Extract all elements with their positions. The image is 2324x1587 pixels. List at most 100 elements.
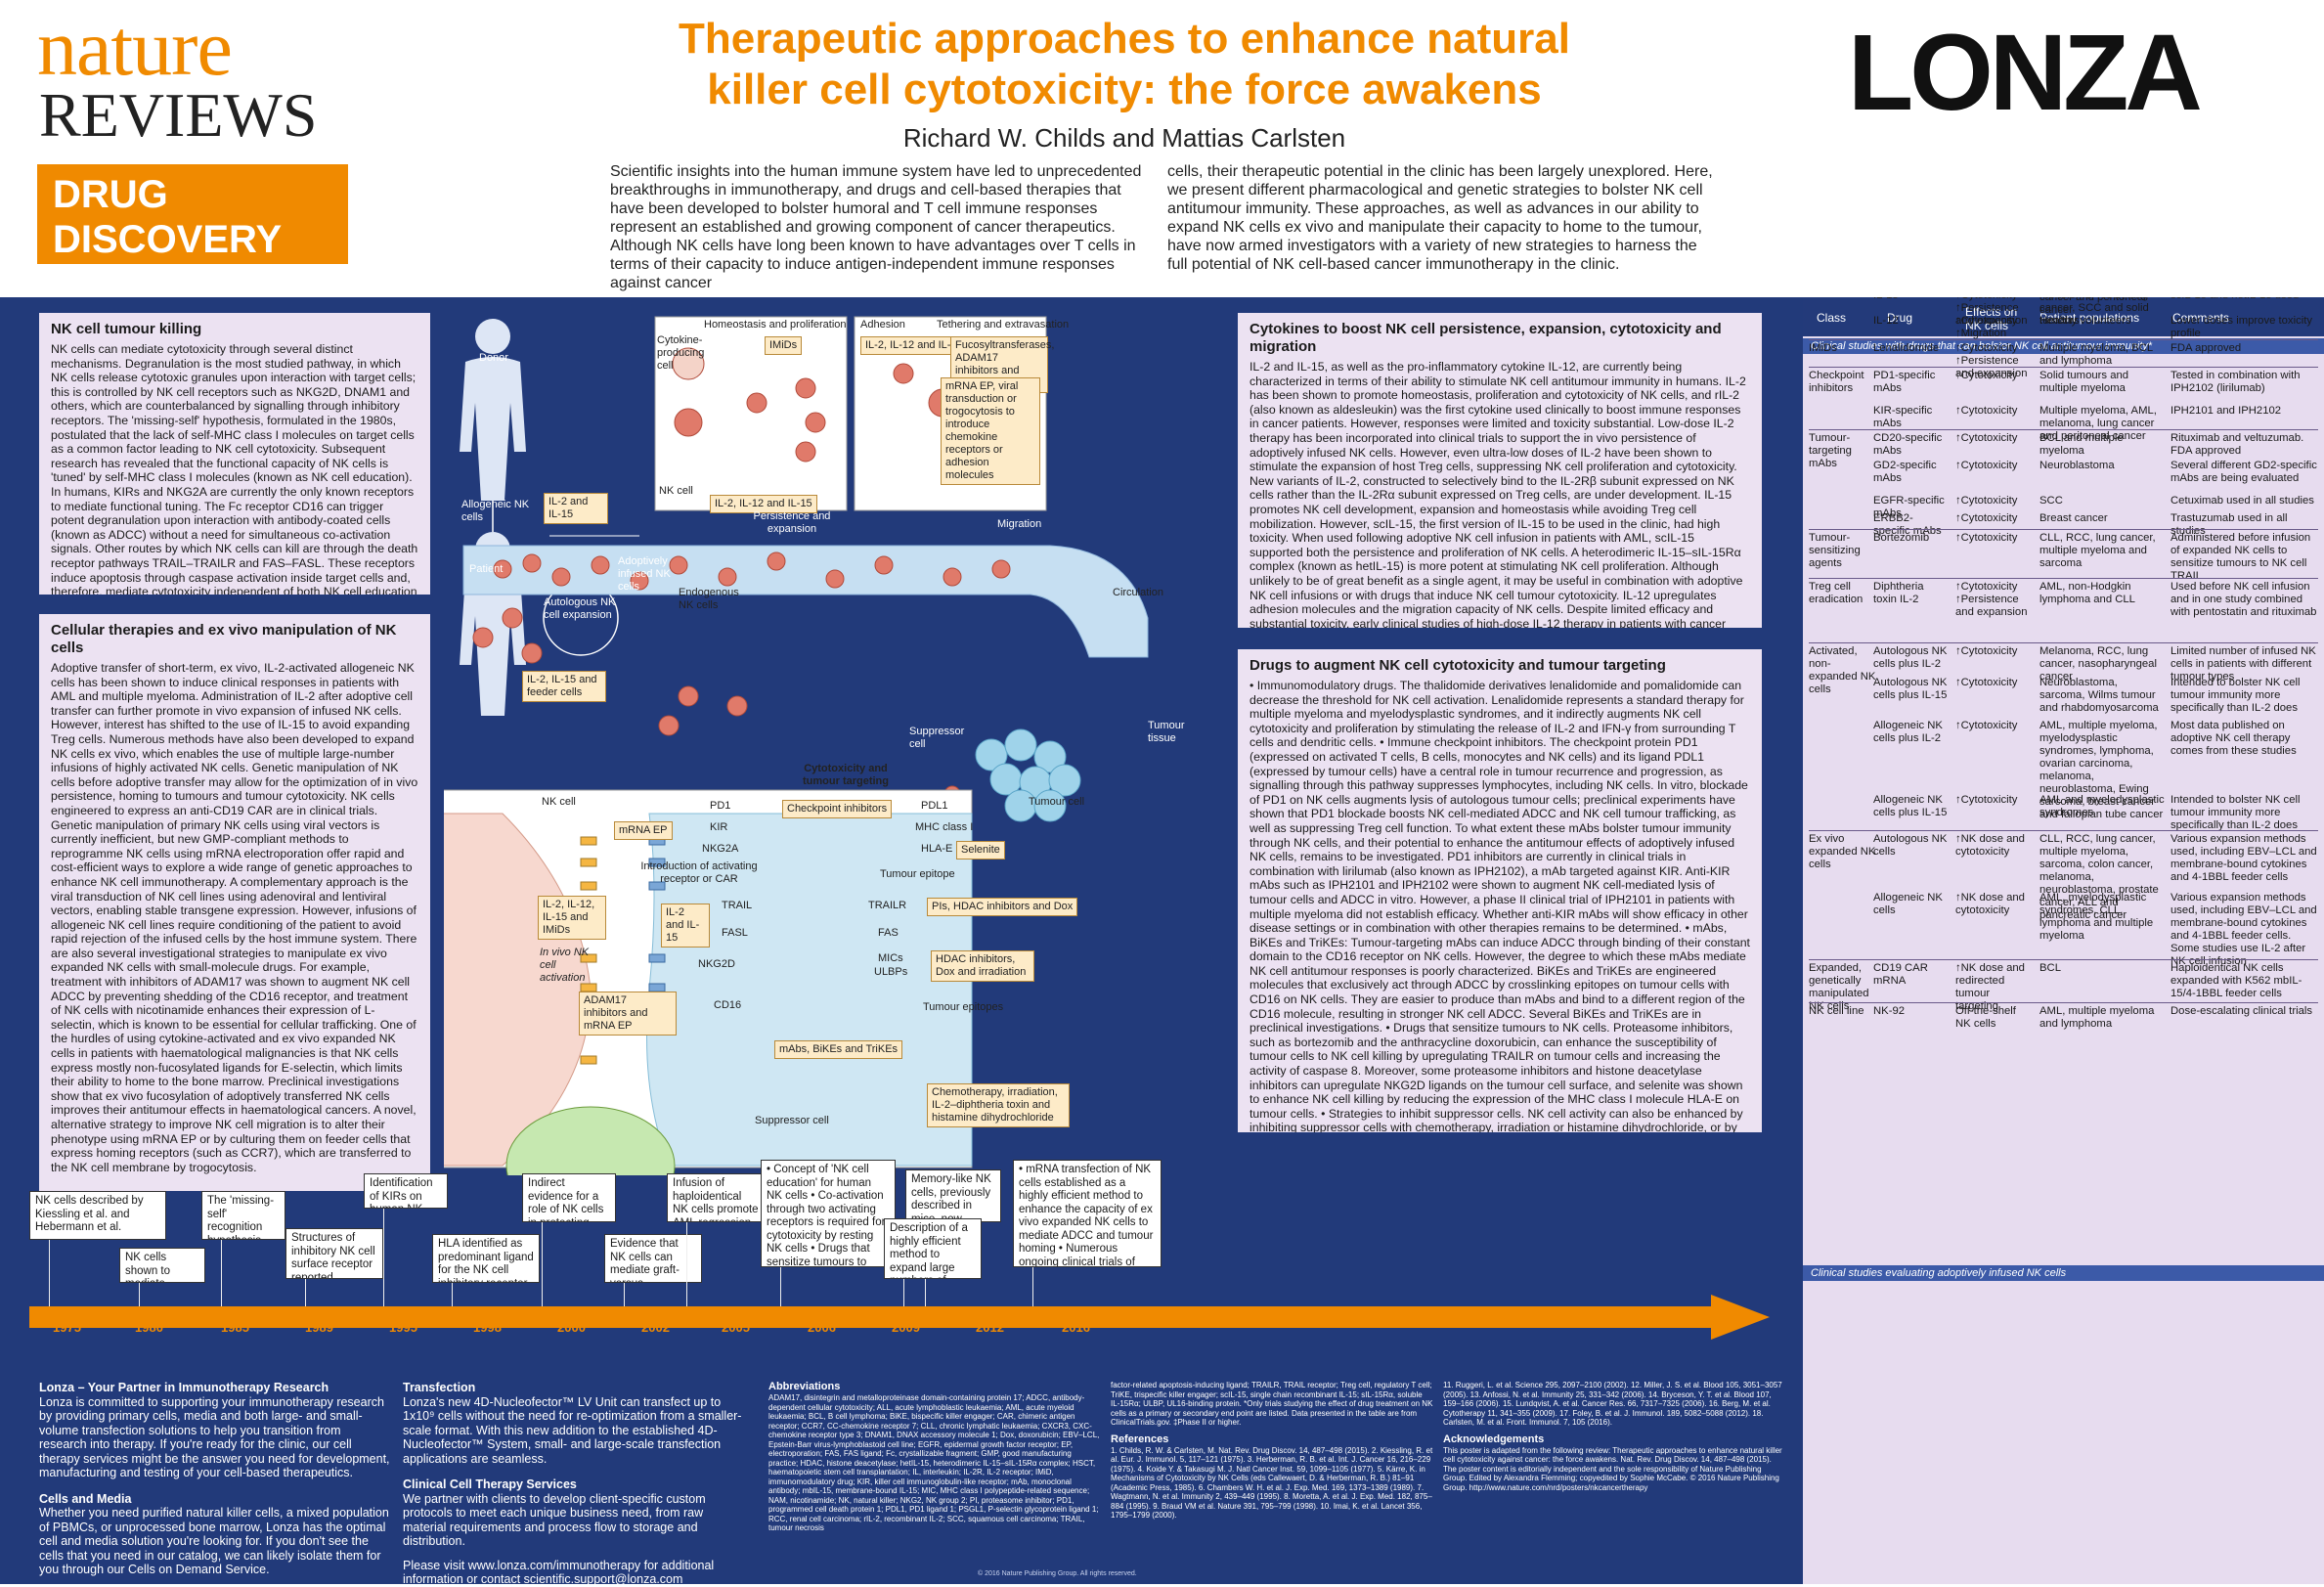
footer-ack: 11. Ruggeri, L. et al. Science 295, 2097… <box>1443 1381 1785 1492</box>
col-comments: Comments <box>2172 311 2230 325</box>
table-cell-p: AML, multiple myeloma and lymphoma <box>2039 1005 2155 1030</box>
table-cell-d: CD19 CAR mRNA <box>1873 962 1928 987</box>
table-rule <box>1809 1002 2318 1003</box>
table-cell-e: ↑Cytotoxicity ↑Persistence and expansion <box>1955 342 2028 379</box>
table-cell-p: CLL, RCC, lung cancer, multiple myeloma … <box>2039 532 2156 569</box>
nk-mechanism-diagram <box>444 316 1149 1175</box>
table-cell-p: Solid tumours and multiple myeloma <box>2039 370 2129 394</box>
panel-title: Cytokines to boost NK cell persistence, … <box>1250 321 1722 355</box>
panel-title: Cellular therapies and ex vivo manipulat… <box>51 622 397 656</box>
timeline-event: HLA identified as predominant ligand for… <box>432 1234 540 1283</box>
table-cell-e: Off-the-shelf NK cells <box>1955 1005 2016 1030</box>
table-cell-e: ↑NK dose and cytotoxicity <box>1955 833 2025 858</box>
footer-media-text: Whether you need purified natural killer… <box>39 1506 389 1576</box>
label-endogenous: Endogenous NK cells <box>679 587 739 611</box>
label-circulation: Circulation <box>1113 587 1163 598</box>
label-mhc: MHC class I <box>915 821 974 833</box>
footer-abbr-text-2: factor-related apoptosis-inducing ligand… <box>1111 1381 1433 1427</box>
tag-hdac: HDAC inhibitors, Dox and irradiation <box>931 950 1034 982</box>
timeline-year: 2000 <box>557 1320 586 1335</box>
label-tumour-tissue: Tumour tissue <box>1148 720 1185 744</box>
footer-transfection-text: Lonza's new 4D-Nucleofector™ LV Unit can… <box>403 1394 742 1466</box>
table-cell-m: scIL-15 and hetIL-15 used <box>2171 297 2317 302</box>
table-cell-m: Intended to bolster NK cell tumour immun… <box>2171 677 2301 714</box>
footer <box>0 1373 1803 1584</box>
table-cell-m: Cetuximab used in all studies <box>2171 495 2314 507</box>
label-cytokine-cell: Cytokine-producing cell <box>657 334 705 372</box>
table-cell-p: Multiple myeloma, AML, melanoma, lung ca… <box>2039 405 2157 442</box>
label-nk-cell: NK cell <box>659 485 693 497</box>
label-ulbps: ULBPs <box>874 966 908 978</box>
panel-text: • Immunomodulatory drugs. The thalidomid… <box>1250 679 1750 1132</box>
table-cell-p: Melanoma, RCC, AML, neuroblastoma, breas… <box>2039 297 2146 316</box>
panel-text: Adoptive transfer of short-term, ex vivo… <box>51 661 418 1174</box>
table-cell-c: Expanded, genetically manipulated NK cel… <box>1809 962 1869 1012</box>
label-epitope: Tumour epitope <box>880 868 955 880</box>
tumour-cluster <box>975 728 1081 822</box>
table-cell-e: ↑Cytotoxicity ↑Migration <box>1955 315 2018 339</box>
table-cell-d: KIR-specific mAbs <box>1873 405 1933 429</box>
table-cell-e: ↑Cytotoxicity <box>1955 720 2018 731</box>
timeline-stem <box>452 1283 453 1306</box>
poster-title: Therapeutic approaches to enhance natura… <box>548 14 1701 115</box>
footer-refs: factor-related apoptosis-inducing ligand… <box>1111 1381 1433 1521</box>
badge-line-discovery: DISCOVERY <box>53 218 283 261</box>
drug-discovery-badge: DRUG DISCOVERY <box>37 164 348 264</box>
label-nkg2d: NKG2D <box>698 958 735 970</box>
timeline-stem <box>49 1240 50 1306</box>
table-cell-p: Breast cancer <box>2039 512 2108 524</box>
tag-adam17: ADAM17 inhibitors and mRNA EP <box>579 992 677 1036</box>
table-cell-p: SCC <box>2039 495 2063 507</box>
col-populations: Patient populations <box>2039 311 2140 325</box>
label-cd16: CD16 <box>714 999 742 1011</box>
label-nkg2a: NKG2A <box>702 843 739 855</box>
table-cell-c: Tumour-targeting mAbs <box>1809 432 1852 469</box>
table-cell-m: Lower doses improve toxicity profile <box>2171 315 2313 339</box>
table-cell-d: Allogeneic NK cells plus IL-2 <box>1873 720 1943 744</box>
tag-mrna: mRNA EP, viral transduction or trogocyto… <box>941 377 1040 485</box>
table-cell-p: Melanoma, RCC, lung cancer, SCC and soli… <box>2039 297 2149 327</box>
donor-figure <box>460 319 526 501</box>
table-cell-p: AML, non-Hodgkin lymphoma and CLL <box>2039 581 2135 605</box>
table-cell-p: CLL, RCC, lung cancer, multiple myeloma,… <box>2039 833 2159 921</box>
footer-services-title: Clinical Cell Therapy Services <box>403 1477 577 1491</box>
timeline-year: 2002 <box>641 1320 670 1335</box>
tag-il-box: IL-2, IL-12 and IL-15 <box>710 495 817 513</box>
timeline-stem <box>221 1240 222 1306</box>
nature-logo: nature <box>37 3 233 92</box>
table-cell-c: Treg cell eradication <box>1809 581 1864 605</box>
lonza-logo: LONZA <box>1848 13 2203 133</box>
authors: Richard W. Childs and Mattias Carlsten <box>902 123 1346 153</box>
label-homeostasis: Homeostasis and proliferation <box>704 319 847 331</box>
label-kir: KIR <box>710 821 728 833</box>
table-cell-d: Allogeneic NK cells plus IL-15 <box>1873 794 1948 818</box>
table-cell-e: ↑Cytotoxicity <box>1955 677 2018 688</box>
tag-pls: PIs, HDAC inhibitors and Dox <box>927 898 1078 916</box>
badge-line-drug: DRUG <box>53 173 168 216</box>
footer-copyright: © 2016 Nature Publishing Group. All righ… <box>978 1570 1137 1577</box>
timeline-arrow <box>29 1295 1770 1340</box>
table-cell-d: Autologous NK cells <box>1873 833 1948 858</box>
label-trail: TRAIL <box>722 900 753 911</box>
table-cell-d: ERBB2-specific mAbs <box>1873 512 1942 537</box>
table-cell-m: Tested in combination with IPH2102 (liri… <box>2171 370 2301 394</box>
label-migration: Migration <box>997 518 1042 530</box>
label-tethering: Tethering and extravasation <box>937 319 1070 331</box>
table-rule <box>1809 367 2318 368</box>
table-cell-p: BCL <box>2039 962 2061 974</box>
tag-il2-il15: IL-2 and IL-15 <box>544 493 608 524</box>
footer-visit-link[interactable]: Please visit www.lonza.com/immunotherapy… <box>403 1558 715 1587</box>
table-cell-d: GD2-specific mAbs <box>1873 460 1937 484</box>
footer-services-text: We partner with clients to develop clien… <box>403 1491 706 1549</box>
table-cell-d: EGFR-specific mAbs <box>1873 495 1945 519</box>
tag-il2-il15-b: IL-2 and IL-15 <box>661 904 710 948</box>
timeline-stem <box>624 1283 625 1306</box>
table-cell-m: Used before NK cell infusion and in one … <box>2171 581 2317 618</box>
table-cell-m: Various expansion methods used, includin… <box>2171 833 2317 883</box>
table-cell-e: ↑Cytotoxicity ↑Persistence and expansion <box>1955 581 2028 618</box>
panel-title: NK cell tumour killing <box>51 321 202 337</box>
col-drug: Drug <box>1887 311 1913 325</box>
panel-text: IL-2 and IL-15, as well as the pro-infla… <box>1250 360 1746 628</box>
intro-right: cells, their therapeutic potential in th… <box>1167 163 1713 273</box>
footer-media-title: Cells and Media <box>39 1491 132 1506</box>
